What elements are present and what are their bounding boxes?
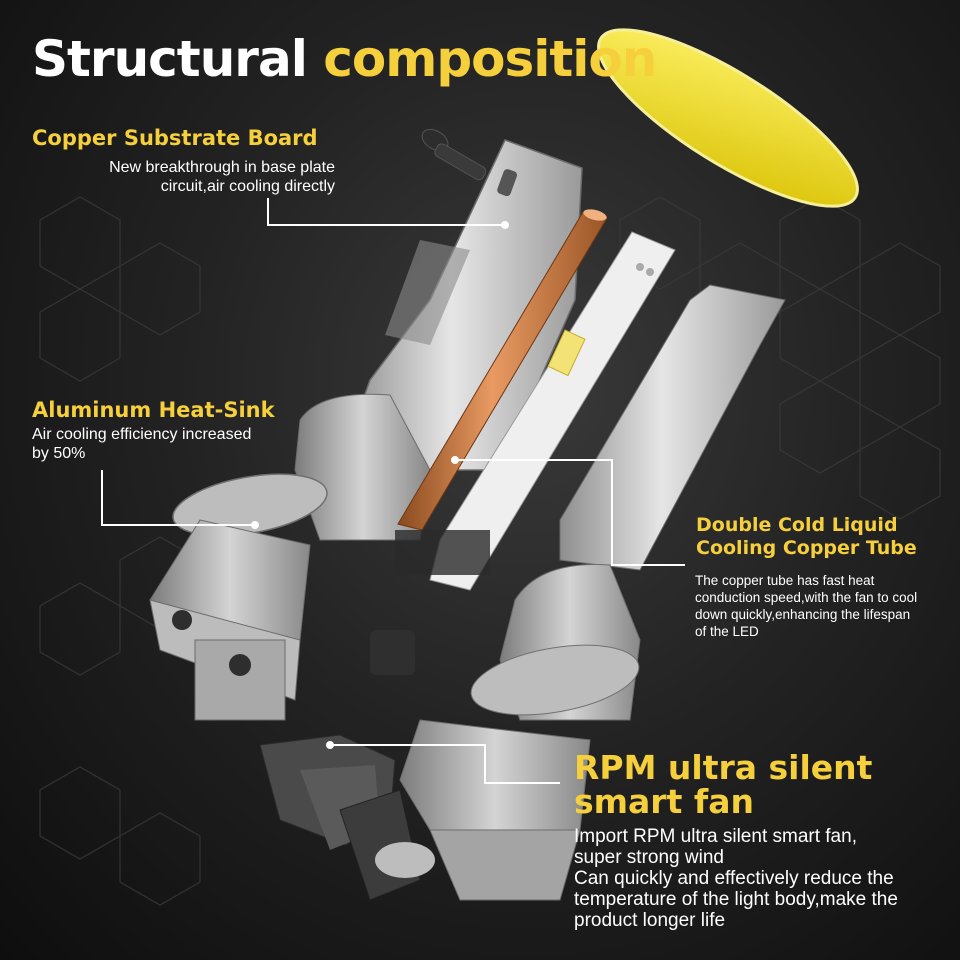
heat-sink-line-2: by 50% [32, 445, 86, 462]
right-bulb-housing [399, 284, 786, 901]
copper-tube-leader [455, 459, 685, 566]
yellow-film-disc [597, 28, 859, 208]
copper-tube-line-2: conduction speed,with the fan to cool [695, 590, 918, 605]
copper-board-heading: Copper Substrate Board [32, 126, 318, 150]
copper-tube-heading-line-1: Double Cold Liquid [696, 514, 898, 536]
copper-tube-line-1: The copper tube has fast heat [695, 573, 875, 588]
copper-board-line-1: New breakthrough in base plate [109, 159, 335, 176]
callout-leader-lines [101, 198, 685, 784]
fan-leader [330, 744, 560, 784]
fan-heading-line-1: RPM ultra silent [574, 748, 873, 787]
callout-anchor-dots [251, 221, 509, 749]
copper-board-description: New breakthrough in base plate circuit,a… [30, 158, 335, 196]
copper-tube-heading-line-2: Cooling Copper Tube [696, 537, 917, 559]
copper-board-line-2: circuit,air cooling directly [160, 178, 335, 195]
fan-line-1: Import RPM ultra silent smart fan, [574, 826, 857, 847]
fan-line-3: Can quickly and effectively reduce the [574, 868, 894, 889]
copper-board-leader [267, 198, 505, 226]
aluminum-heat-sink-body [149, 139, 583, 721]
copper-tube-description: The copper tube has fast heat conduction… [695, 572, 917, 640]
heat-sink-description: Air cooling efficiency increased by 50% [32, 425, 251, 463]
fan-line-2: super strong wind [574, 847, 724, 868]
fan-line-4: temperature of the light body,make the [574, 889, 898, 910]
smart-fan [259, 630, 435, 901]
heat-sink-line-1: Air cooling efficiency increased [32, 426, 252, 443]
copper-tube-heading: Double Cold Liquid Cooling Copper Tube [696, 514, 917, 560]
page-title: Structural composition [32, 30, 657, 88]
copper-tube-line-4: of the LED [695, 624, 759, 639]
title-part-2: composition [323, 30, 657, 88]
title-part-1: Structural [32, 30, 308, 88]
fan-heading-line-2: smart fan [574, 782, 754, 821]
hexagon-background-pattern [39, 196, 941, 906]
fan-heading: RPM ultra silent smart fan [574, 751, 872, 819]
copper-tube-line-3: down quickly,enhancing the lifespan [695, 607, 911, 622]
heat-sink-heading: Aluminum Heat-Sink [32, 398, 275, 422]
fan-line-5: product longer life [574, 910, 726, 931]
heat-sink-leader [101, 470, 255, 526]
screw [421, 129, 487, 181]
led-circuit-board [395, 231, 676, 591]
fan-description: Import RPM ultra silent smart fan, super… [574, 826, 898, 931]
